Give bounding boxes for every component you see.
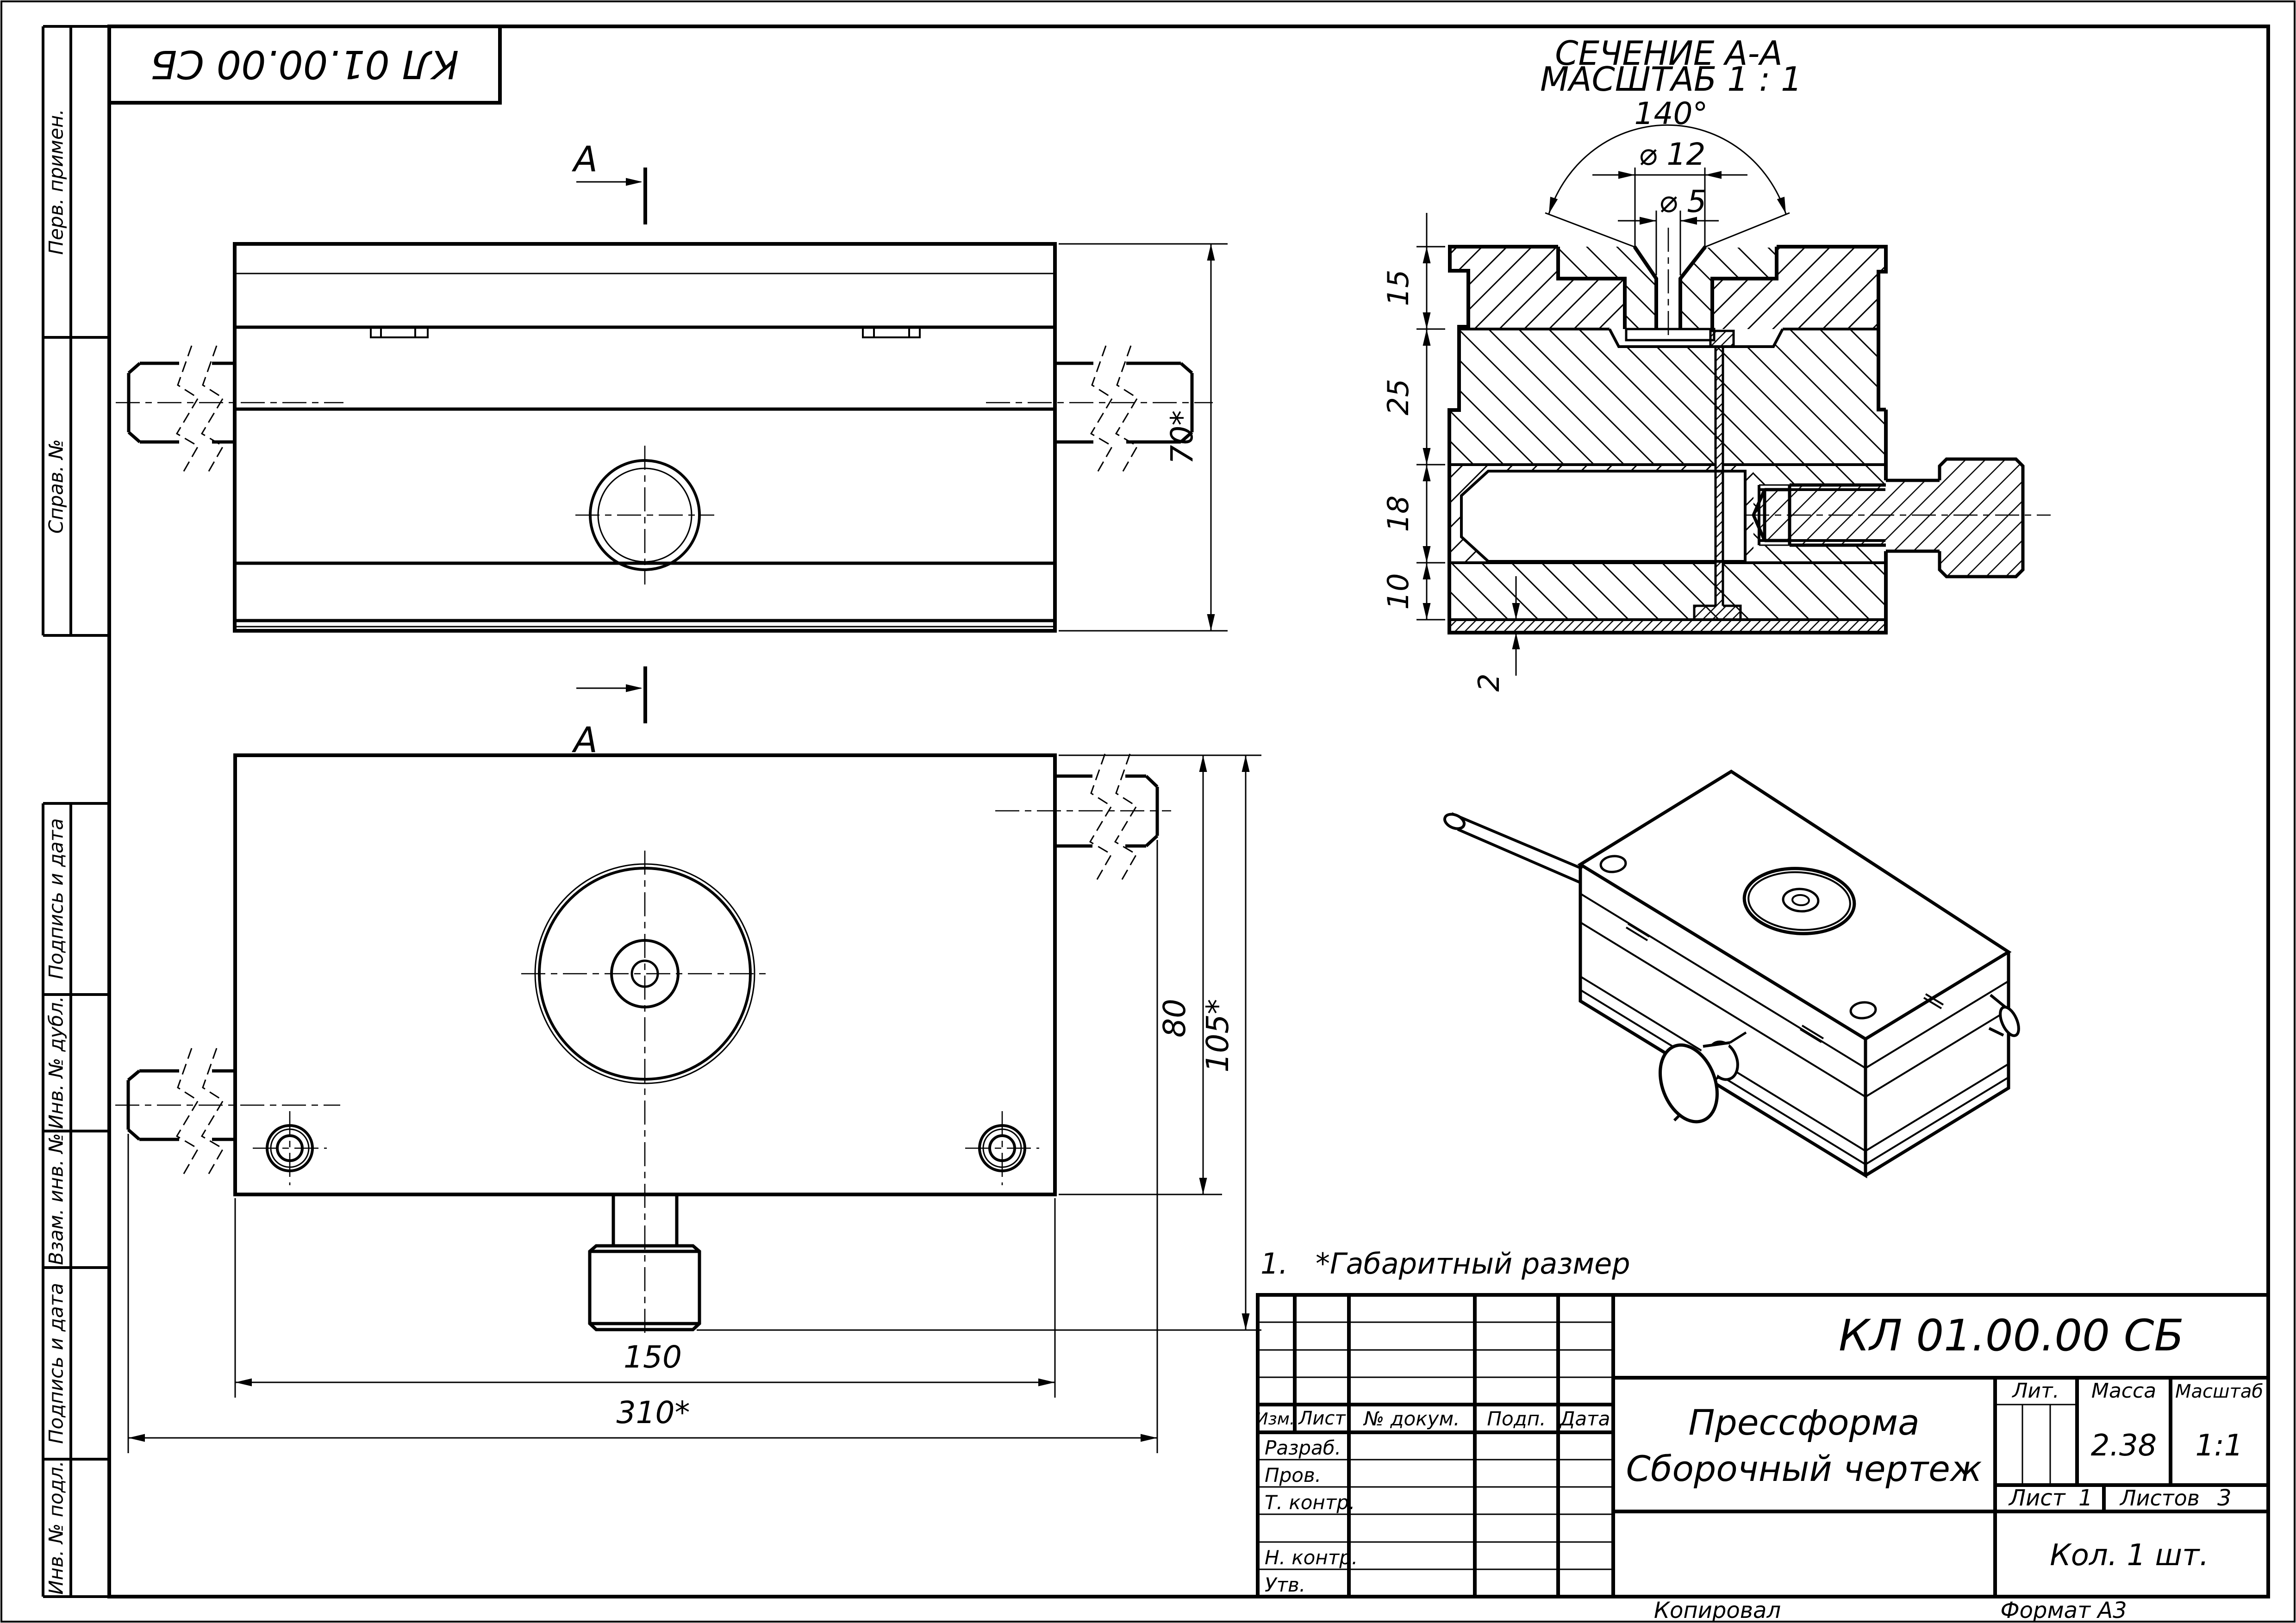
tb-lit-label: Лит.: [2011, 1379, 2059, 1403]
section-dim-d5-text: ⌀ 5: [1659, 184, 1707, 219]
top-center-boss: [521, 851, 768, 1338]
section-dim-15: 15: [1381, 270, 1415, 306]
top-view: 80 105* 150 310*: [115, 753, 1261, 1453]
front-right-rod: [986, 345, 1213, 476]
margin-label-inv-podl: Инв. № подл.: [45, 1461, 68, 1595]
front-left-rod: [116, 345, 343, 476]
note-text: *Габаритный размер: [1316, 1247, 1630, 1281]
tb-data: Дата: [1559, 1407, 1610, 1430]
tb-sheets-no: 3: [2217, 1485, 2232, 1511]
tb-tkontr: Т. контр.: [1265, 1491, 1355, 1514]
tb-utv: Утв.: [1265, 1573, 1305, 1596]
section-cavity: [1460, 470, 1747, 563]
section-dim-2: 2: [1472, 576, 1520, 692]
tb-mass-value: 2.38: [2091, 1429, 2157, 1463]
corner-code-box: КЛ 01.00.00 СБ: [107, 25, 502, 105]
top-dim-80-text: 80: [1157, 999, 1192, 1038]
top-screw-right: [965, 1111, 1039, 1185]
tb-doc-name2: Сборочный чертеж: [1626, 1448, 1982, 1489]
tb-ndokum: № докум.: [1363, 1407, 1460, 1430]
tb-razrab: Разраб.: [1265, 1436, 1341, 1459]
margin-label-podpis-data-1: Подпись и дата: [45, 818, 68, 979]
front-body: [233, 242, 1057, 633]
top-dim-80: 80: [1059, 754, 1261, 1195]
footer-format: Формат А3: [2000, 1598, 2127, 1623]
section-dim-10: 10: [1381, 573, 1415, 610]
section-dim-d12: ⌀ 12: [1592, 137, 1747, 250]
section-dim-18: 18: [1381, 496, 1415, 532]
section-cut-marks: А А: [571, 138, 647, 760]
note: 1. *Габаритный размер: [1260, 1247, 1630, 1281]
top-handle: [588, 1194, 701, 1331]
tb-quantity: Кол. 1 шт.: [2050, 1538, 2209, 1573]
margin-label-vzam-inv: Взам. инв. №: [45, 1133, 68, 1265]
section-dim-2-text: 2: [1472, 673, 1506, 691]
section-dim-chain: 15 25 18 10: [1381, 213, 1445, 621]
tb-sheet-label: Лист: [2008, 1485, 2066, 1511]
section-view: СЕЧЕНИЕ А-А МАСШТАБ 1 : 1: [1381, 34, 2051, 692]
tb-scale-value: 1:1: [2196, 1429, 2243, 1463]
section-ejector-pin: [1625, 328, 1742, 621]
left-margin-columns: Перв. примен. Справ. № Подпись и дата Ин…: [42, 25, 109, 1598]
note-number: 1.: [1260, 1247, 1288, 1281]
top-dim-105-text: 105*: [1200, 999, 1235, 1073]
margin-label-perv-primen: Перв. примен.: [45, 109, 68, 255]
section-hatch: [1449, 247, 1886, 633]
top-dim-310-text: 310*: [617, 1395, 690, 1430]
section-dim-140-text: 140°: [1635, 96, 1708, 131]
top-right-rod: [995, 753, 1171, 884]
section-dim-140: 140°: [1545, 96, 1790, 249]
tb-scale-label: Масштаб: [2175, 1381, 2263, 1402]
front-dim-70-text: 70*: [1164, 410, 1200, 465]
front-view: 70* А А: [116, 138, 1228, 760]
corner-code-text: КЛ 01.00.00 СБ: [150, 42, 459, 87]
tb-prov: Пров.: [1265, 1464, 1321, 1486]
cut-letter-top: А: [571, 138, 598, 180]
section-dim-d5: ⌀ 5: [1618, 184, 1719, 275]
front-dim-70: 70*: [1059, 243, 1228, 632]
top-dim-105: 105*: [697, 755, 1261, 1331]
top-dim-150: 150: [234, 1198, 1056, 1398]
tb-sheets-label: Листов: [2119, 1486, 2200, 1511]
tb-sheet-no: 1: [2078, 1485, 2093, 1511]
section-thumb-screw: [1745, 457, 2051, 578]
title-block: Изм. Лист № докум. Подп. Дата Разраб. Пр…: [1256, 1293, 2270, 1598]
tb-list: Лист: [1298, 1408, 1346, 1429]
tb-nkontr: Н. контр.: [1265, 1546, 1358, 1569]
tb-izm: Изм.: [1256, 1410, 1295, 1429]
tb-doc-code: КЛ 01.00.00 СБ: [1839, 1311, 2184, 1361]
top-dim-310: 310*: [127, 840, 1158, 1453]
section-title: СЕЧЕНИЕ А-А: [1555, 34, 1782, 73]
footer-copied: Копировал: [1654, 1598, 1781, 1623]
footer: Копировал Формат А3: [1654, 1598, 2127, 1623]
section-dim-d12-text: ⌀ 12: [1639, 137, 1706, 172]
section-block: [1447, 245, 1888, 634]
top-left-rod: [115, 1047, 340, 1179]
margin-label-inv-dubl: Инв. № дубл.: [45, 996, 68, 1129]
tb-doc-name1: Прессформа: [1688, 1402, 1919, 1443]
top-body: [233, 753, 1057, 1196]
iso-knob: [1659, 1031, 1747, 1124]
margin-label-podpis-data-2: Подпись и дата: [45, 1283, 68, 1444]
front-key-notches: [370, 327, 921, 338]
margin-label-sprav-no: Справ. №: [45, 439, 68, 534]
section-dim-25: 25: [1381, 379, 1415, 416]
tb-podp: Подп.: [1487, 1407, 1546, 1430]
isometric-view: [1443, 769, 2020, 1179]
drawing-frame: [107, 25, 2270, 1598]
top-dim-150-text: 150: [624, 1339, 682, 1375]
tb-mass-label: Масса: [2091, 1379, 2156, 1403]
section-scale: МАСШТАБ 1 : 1: [1540, 60, 1802, 99]
top-screw-left: [253, 1111, 327, 1185]
